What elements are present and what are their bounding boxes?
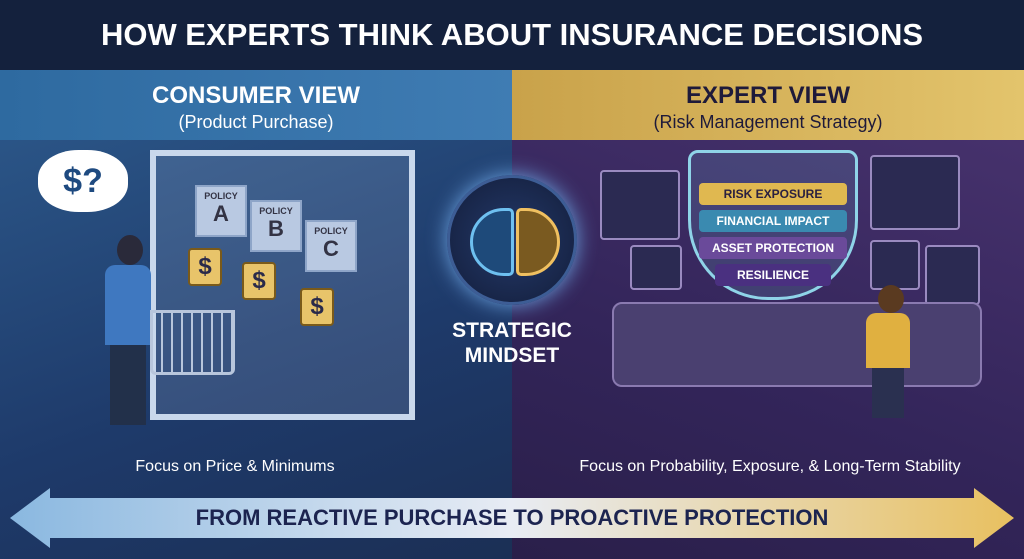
shopper-figure	[105, 235, 155, 435]
price-tag: $	[188, 248, 222, 286]
shield-item: ASSET PROTECTION	[699, 237, 847, 259]
title-bar: HOW EXPERTS THINK ABOUT INSURANCE DECISI…	[0, 0, 1024, 70]
consumer-subheading: (Product Purchase)	[178, 112, 334, 132]
shopping-cart-icon	[150, 310, 235, 375]
price-tag: $	[242, 262, 276, 300]
policy-label: POLICY	[204, 191, 238, 201]
policy-letter: A	[213, 201, 229, 226]
page-title: HOW EXPERTS THINK ABOUT INSURANCE DECISI…	[100, 17, 924, 52]
arrow-text: FROM REACTIVE PURCHASE TO PROACTIVE PROT…	[195, 505, 829, 530]
shield-icon: RISK EXPOSURE FINANCIAL IMPACT ASSET PRO…	[688, 150, 858, 300]
policy-letter: B	[268, 216, 284, 241]
shield-item: RESILIENCE	[715, 264, 831, 286]
policy-label: POLICY	[259, 206, 293, 216]
analyst-figure	[866, 285, 916, 425]
consumer-header: CONSUMER VIEW (Product Purchase)	[0, 70, 512, 140]
expert-subheading: (Risk Management Strategy)	[653, 112, 883, 132]
label-line: STRATEGIC	[452, 319, 572, 342]
thought-text: $?	[63, 162, 103, 200]
thought-bubble: $?	[38, 150, 128, 212]
consumer-caption: Focus on Price & Minimums	[135, 458, 335, 475]
label-line: MINDSET	[464, 344, 560, 367]
chart-screen	[600, 170, 680, 240]
policy-label: POLICY	[314, 226, 348, 236]
consumer-heading: CONSUMER VIEW	[151, 82, 360, 109]
transition-arrow	[10, 488, 1014, 548]
shield-item: RISK EXPOSURE	[699, 183, 847, 205]
map-screen	[870, 155, 960, 230]
control-console	[612, 302, 982, 387]
expert-caption: Focus on Probability, Exposure, & Long-T…	[579, 458, 961, 475]
shield-item: FINANCIAL IMPACT	[699, 210, 847, 232]
bar-chart-screen	[630, 245, 682, 290]
brain-icon	[447, 175, 577, 305]
line-chart-screen	[870, 240, 920, 290]
expert-header: EXPERT VIEW (Risk Management Strategy)	[512, 70, 1024, 140]
grid-screen	[925, 245, 980, 305]
strategic-mindset-label: STRATEGIC MINDSET	[430, 318, 594, 368]
policy-letter: C	[323, 236, 339, 261]
expert-heading: EXPERT VIEW	[685, 82, 851, 109]
price-tag: $	[300, 288, 334, 326]
